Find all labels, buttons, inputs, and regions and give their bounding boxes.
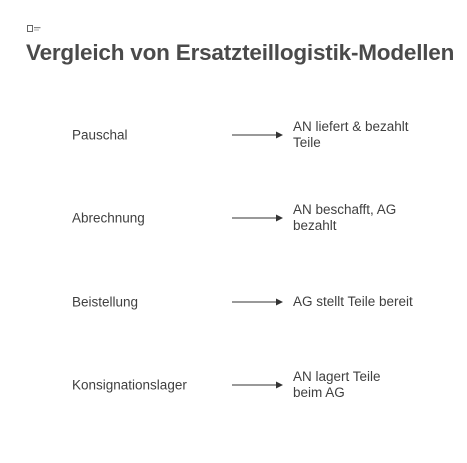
arrow-right-icon (232, 380, 284, 390)
model-description: AN liefert & bezahlt Teile (293, 119, 409, 150)
model-row-pauschal: Pauschal AN liefert & bezahlt Teile (0, 115, 467, 155)
model-name: Beistellung (72, 294, 139, 310)
model-name: Konsignationslager (72, 377, 187, 393)
arrow-right-icon (232, 213, 284, 223)
page-title: Vergleich von Ersatzteillogistik-Modelle… (26, 40, 455, 65)
brand-logo-icon (27, 25, 41, 34)
model-description: AG stellt Teile bereit (293, 294, 413, 309)
model-row-abrechnung: Abrechnung AN beschafft, AG bezahlt (0, 198, 467, 238)
model-row-beistellung: Beistellung AG stellt Teile bereit (0, 282, 467, 322)
model-name: Pauschal (72, 127, 128, 143)
model-row-konsignationslager: Konsignationslager AN lagert Teile beim … (0, 365, 467, 405)
model-description: AN lagert Teile beim AG (293, 369, 381, 400)
model-description: AN beschafft, AG bezahlt (293, 202, 397, 233)
model-name: Abrechnung (72, 210, 145, 226)
arrow-right-icon (232, 130, 284, 140)
arrow-right-icon (232, 297, 284, 307)
